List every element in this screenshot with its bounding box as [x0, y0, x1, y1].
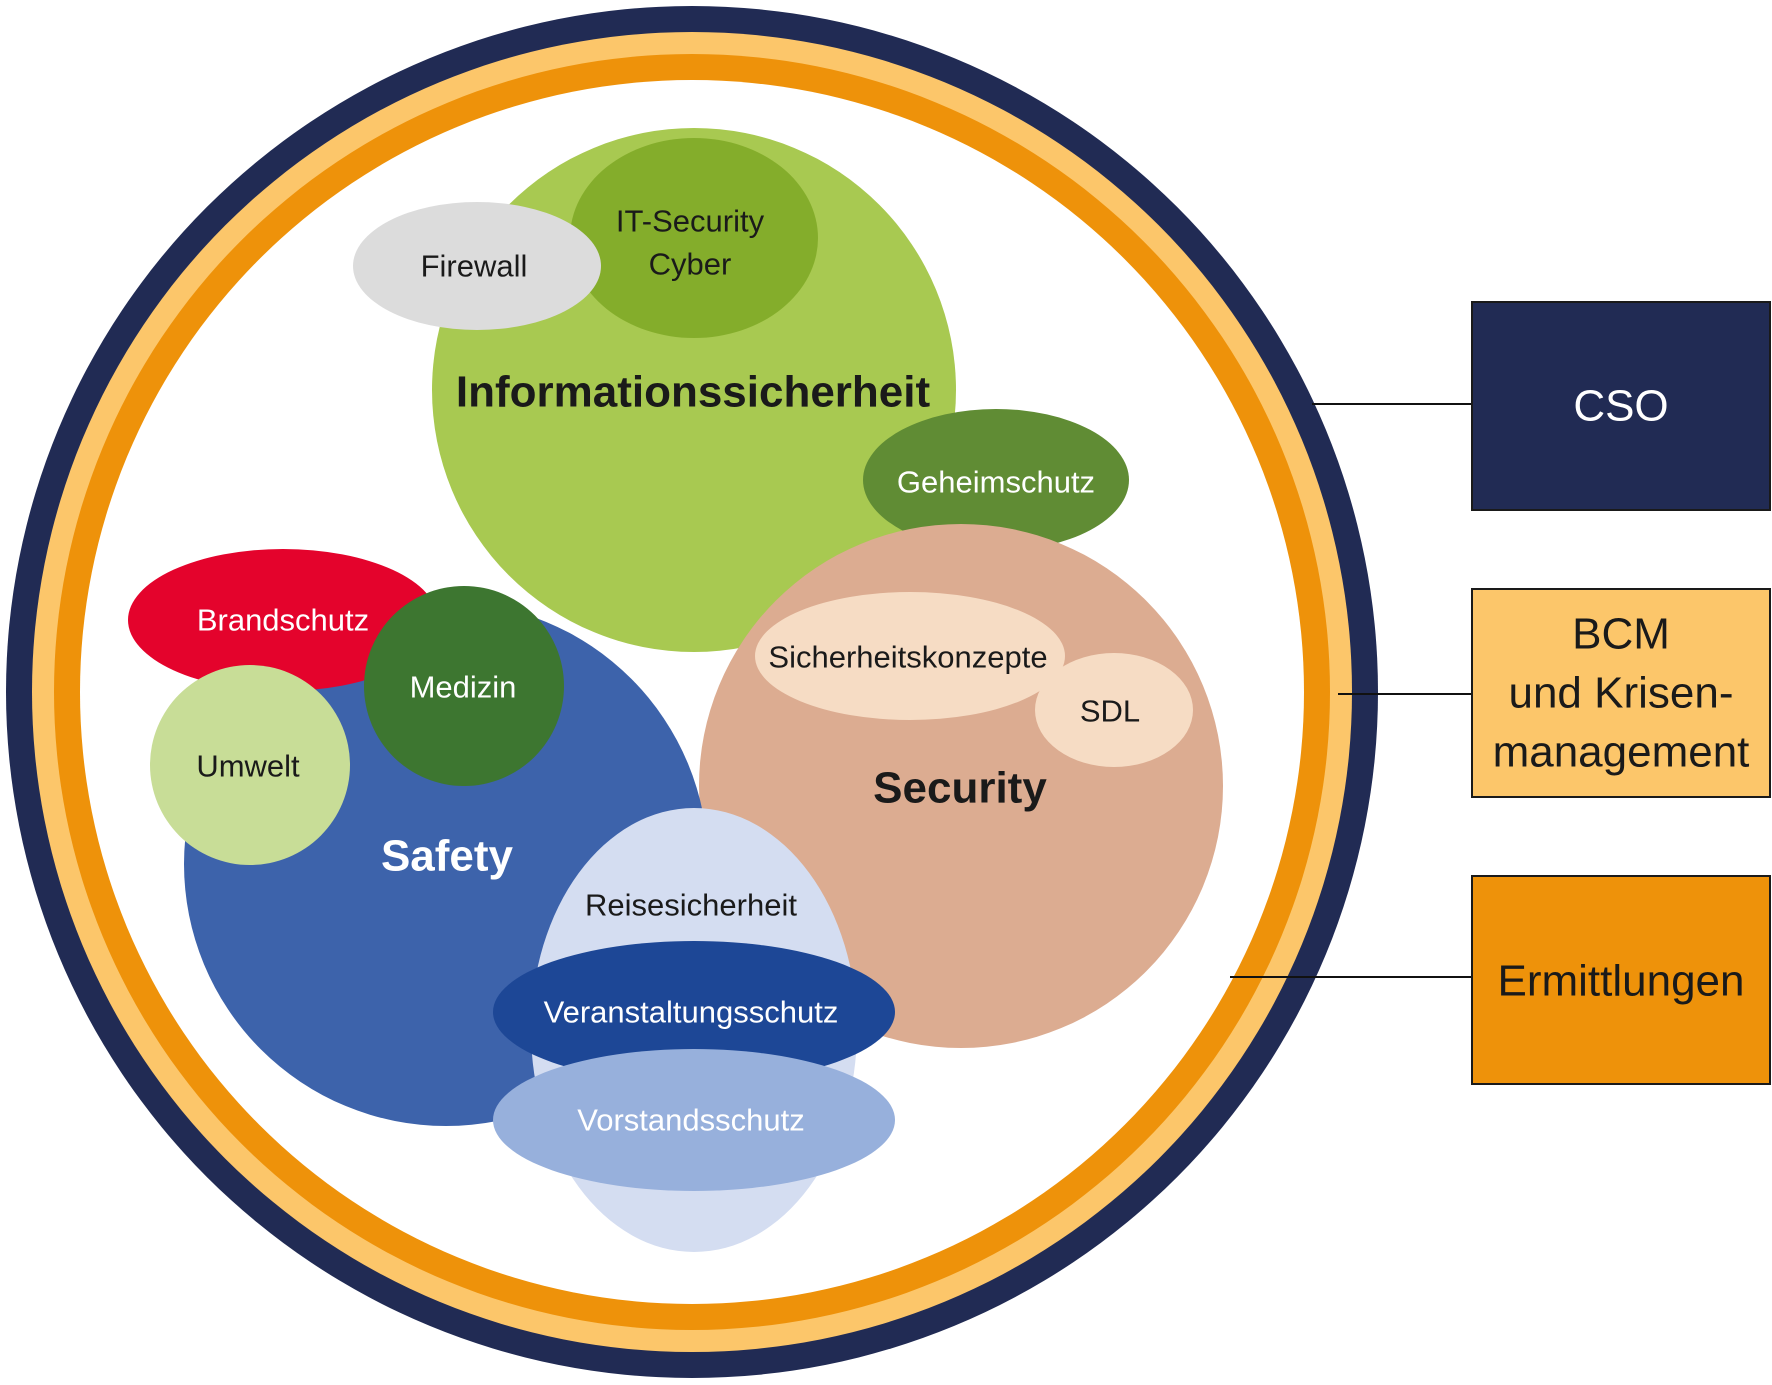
- security-label: Security: [873, 764, 1047, 813]
- reisesicherheit-label: Reisesicherheit: [585, 888, 797, 923]
- brandschutz-bubble: [128, 549, 438, 691]
- cso-label: CSO: [1573, 382, 1668, 431]
- veranstaltungsschutz-label: Veranstaltungsschutz: [544, 995, 839, 1030]
- sdl-label: SDL: [1080, 694, 1140, 729]
- it-security-label: IT-Security: [616, 204, 765, 239]
- sicherheitskonzepte-bubble: [755, 592, 1065, 720]
- geheimschutz-label: Geheimschutz: [897, 465, 1095, 500]
- bcm-label-line2: und Krisen-: [1508, 669, 1733, 718]
- vorstandsschutz-label: Vorstandsschutz: [577, 1103, 804, 1138]
- it-security-bubble: [570, 138, 818, 338]
- sicherheitskonzepte-label: Sicherheitskonzepte: [768, 640, 1047, 675]
- medizin-bubble: [364, 586, 564, 786]
- bcm-label-line1: BCM: [1572, 610, 1670, 659]
- firewall-label: Firewall: [421, 249, 528, 284]
- safety-label: Safety: [381, 832, 514, 881]
- umwelt-bubble: [150, 665, 350, 865]
- firewall-bubble: [353, 202, 601, 330]
- bcm-label-line3: management: [1493, 728, 1750, 777]
- vorstandsschutz-bubble: [493, 1049, 895, 1191]
- bcm-box: [1471, 588, 1771, 798]
- geheimschutz-bubble: [863, 409, 1129, 551]
- veranstaltungsschutz-bubble: [493, 941, 895, 1083]
- ermittlungen-box: [1471, 875, 1771, 1085]
- medizin-label: Medizin: [410, 670, 517, 705]
- informationssicherheit-label: Informationssicherheit: [456, 368, 931, 417]
- cso-box: [1471, 301, 1771, 511]
- sdl-bubble: [1035, 653, 1193, 767]
- cyber-label: Cyber: [649, 247, 732, 282]
- ermittlungen-label: Ermittlungen: [1497, 957, 1744, 1006]
- brandschutz-label: Brandschutz: [197, 603, 369, 638]
- umwelt-label: Umwelt: [196, 749, 300, 784]
